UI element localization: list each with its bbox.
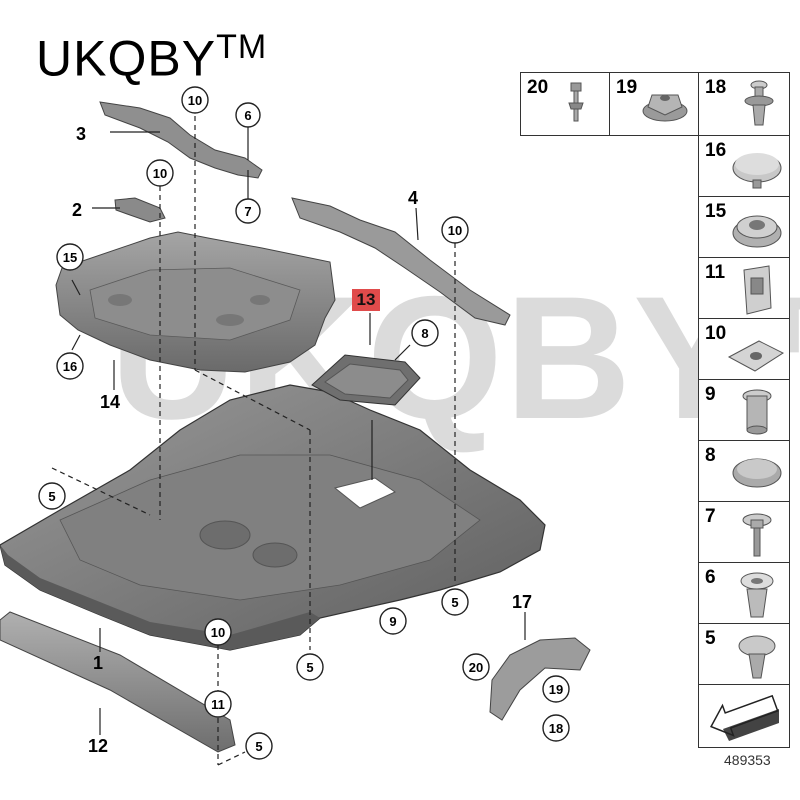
circle-callout-10-b: 10 — [146, 159, 174, 187]
circle-callout-20: 20 — [462, 653, 490, 681]
cap-icon — [732, 153, 782, 189]
part-14-upper-shield — [55, 231, 336, 373]
speed-nut-icon — [727, 340, 785, 372]
parts-cell-11: 11 — [698, 257, 790, 319]
svg-text:10: 10 — [211, 625, 225, 640]
circle-callout-6: 6 — [235, 102, 261, 128]
circle-callout-5-d: 5 — [245, 732, 273, 760]
circle-callout-18: 18 — [542, 714, 570, 742]
screw-icon — [568, 82, 584, 122]
svg-text:8: 8 — [421, 326, 428, 341]
highlight-tag-13: 13 — [352, 289, 380, 311]
parts-cell-label: 19 — [616, 77, 638, 98]
svg-text:5: 5 — [451, 595, 458, 610]
circle-callout-8: 8 — [411, 319, 439, 347]
parts-cell-10: 10 — [698, 318, 790, 380]
svg-text:5: 5 — [48, 489, 55, 504]
part-13-access-cover — [311, 354, 421, 406]
circle-callout-15: 15 — [56, 243, 84, 271]
leader-lines — [71, 126, 526, 735]
svg-text:19: 19 — [549, 682, 563, 697]
parts-cell-15: 15 — [698, 196, 790, 258]
callout-4: 4 — [408, 188, 418, 208]
circle-callout-5-a: 5 — [38, 482, 66, 510]
parts-cell-6: 6 — [698, 562, 790, 624]
part-1-main-shield — [0, 384, 546, 651]
grommet-icon — [732, 215, 782, 248]
svg-text:5: 5 — [306, 660, 313, 675]
svg-text:11: 11 — [211, 697, 225, 712]
circle-callout-7: 7 — [235, 198, 261, 224]
callout-2: 2 — [72, 200, 82, 220]
part-17-side-bracket — [489, 637, 591, 721]
parts-cell-arrow — [698, 684, 790, 748]
circle-callout-16: 16 — [56, 352, 84, 380]
svg-text:6: 6 — [244, 108, 251, 123]
parts-cell-label: 20 — [527, 77, 549, 98]
svg-text:7: 7 — [244, 204, 251, 219]
part-4-strut — [291, 197, 511, 326]
parts-cell-19: 19 — [609, 72, 699, 136]
arrow-icon — [709, 694, 779, 741]
parts-cell-5: 5 — [698, 623, 790, 685]
parts-cell-8: 8 — [698, 440, 790, 502]
brand-name: UKQBY — [36, 30, 217, 87]
circle-callout-10-d: 10 — [204, 618, 232, 646]
svg-text:20: 20 — [469, 660, 483, 675]
circle-callout-19: 19 — [542, 675, 570, 703]
rivet-nut-icon — [742, 389, 772, 435]
svg-text:10: 10 — [153, 166, 167, 181]
parts-cell-label: 18 — [705, 77, 727, 98]
svg-text:9: 9 — [389, 614, 396, 629]
callout-3: 3 — [76, 124, 86, 144]
diagram-id: 489353 — [724, 752, 771, 768]
push-pin-icon — [738, 635, 776, 679]
svg-text:10: 10 — [448, 223, 462, 238]
circle-callout-11: 11 — [204, 690, 232, 718]
part-3-bracket — [99, 101, 263, 179]
parts-cell-20: 20 — [520, 72, 610, 136]
part-2-bracket — [114, 197, 166, 223]
callout-14: 14 — [100, 392, 120, 412]
expanding-rivet-icon — [740, 572, 774, 618]
part-12-front-bar — [0, 611, 236, 753]
callout-12: 12 — [88, 736, 108, 756]
svg-text:18: 18 — [549, 721, 563, 736]
parts-cell-18: 18 — [698, 72, 790, 136]
nut-icon — [642, 94, 688, 122]
svg-text:10: 10 — [188, 93, 202, 108]
svg-text:16: 16 — [63, 359, 77, 374]
circle-callout-5-c: 5 — [296, 653, 324, 681]
parts-cell-16: 16 — [698, 135, 790, 197]
parts-cell-7: 7 — [698, 501, 790, 563]
circled-callouts: 10 6 7 10 15 16 10 8 5 5 9 10 5 11 5 20 … — [38, 86, 570, 760]
callout-1: 1 — [93, 653, 103, 673]
callout-17: 17 — [512, 592, 532, 612]
circle-callout-10-a: 10 — [181, 86, 209, 114]
svg-text:5: 5 — [255, 739, 262, 754]
circle-callout-10-c: 10 — [441, 216, 469, 244]
rivet-icon — [744, 80, 774, 126]
svg-text:15: 15 — [63, 250, 77, 265]
clip-icon — [743, 265, 772, 315]
plug-icon — [732, 458, 782, 488]
bolt-icon — [742, 513, 772, 557]
parts-cell-9: 9 — [698, 379, 790, 441]
circle-callout-5-b: 5 — [441, 588, 469, 616]
circle-callout-9: 9 — [379, 607, 407, 635]
dashed-lines — [51, 116, 456, 766]
brand-logo: UKQBYTM — [36, 28, 267, 88]
brand-trademark: TM — [216, 28, 268, 66]
